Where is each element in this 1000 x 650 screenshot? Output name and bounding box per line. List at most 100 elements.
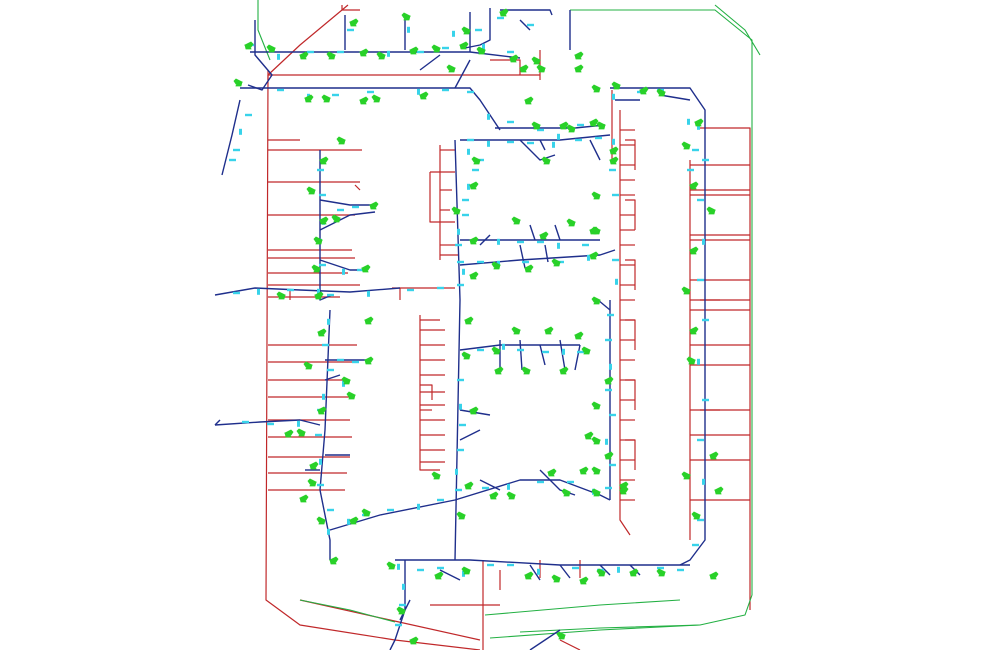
navy-distribution-line — [554, 224, 561, 241]
cyan-marker — [542, 350, 549, 354]
cyan-marker — [615, 278, 618, 285]
cyan-marker — [697, 123, 700, 130]
navy-distribution-line — [529, 629, 561, 650]
navy-distribution-line — [559, 564, 571, 579]
cyan-marker — [337, 358, 344, 362]
cyan-marker — [502, 343, 505, 350]
navy-distribution-lines-layer — [214, 8, 706, 650]
cyan-marker — [399, 603, 406, 607]
green-fixture-symbol — [468, 271, 479, 280]
cyan-marker — [257, 288, 260, 295]
green-fixture-symbol — [458, 41, 469, 50]
green-fixture-symbol — [358, 96, 369, 105]
cyan-marker — [605, 438, 608, 445]
navy-distribution-line — [610, 87, 706, 566]
cyan-marker — [702, 318, 709, 322]
cyan-marker — [562, 348, 565, 355]
cyan-marker — [417, 503, 420, 510]
cyan-marker — [557, 133, 560, 140]
cyan-marker — [417, 50, 424, 54]
cyan-marker — [352, 360, 359, 364]
cyan-marker — [697, 198, 704, 202]
navy-distribution-line — [589, 139, 601, 161]
green-fixture-symbol — [708, 451, 719, 460]
cyan-marker — [517, 240, 524, 244]
navy-distribution-line — [500, 9, 553, 16]
green-fixture-symbol — [446, 64, 457, 73]
green-fixture-symbol — [313, 236, 324, 245]
green-fixture-symbol — [283, 429, 294, 438]
green-fixture-symbol — [706, 206, 717, 215]
green-fixture-symbol — [506, 491, 517, 500]
green-fixture-symbol — [691, 511, 702, 520]
green-fixture-symbol — [688, 181, 699, 190]
green-fixture-symbol — [363, 316, 374, 325]
green-boundary-line — [519, 9, 753, 633]
green-boundary-line — [257, 0, 271, 61]
cyan-marker — [342, 380, 345, 387]
cyan-marker — [367, 290, 370, 297]
green-fixture-symbol — [573, 51, 584, 60]
green-fixture-symbol — [596, 121, 607, 130]
navy-distribution-line — [519, 139, 556, 161]
cyan-marker — [537, 480, 544, 484]
green-fixture-symbol — [313, 291, 324, 300]
cyan-marker — [407, 288, 414, 292]
navy-distribution-line — [250, 51, 521, 59]
green-fixture-symbol — [463, 316, 474, 325]
cyan-marker — [557, 242, 560, 249]
cyan-marker — [612, 93, 615, 100]
cyan-marker — [229, 158, 236, 162]
green-fixture-symbol — [328, 556, 339, 565]
green-fixture-symbol — [681, 471, 692, 480]
green-fixture-symbol — [573, 64, 584, 73]
cyan-marker — [457, 448, 464, 452]
cyan-marker — [455, 243, 462, 247]
green-fixture-symbol — [468, 406, 479, 415]
cyan-marker — [233, 148, 240, 152]
cyan-marker — [327, 318, 330, 325]
cyan-marker — [702, 398, 709, 402]
cyan-marker — [609, 363, 612, 370]
green-fixture-symbol — [371, 94, 382, 103]
cyan-marker — [497, 238, 500, 245]
green-fixture-symbol — [693, 118, 704, 127]
cyan-marker — [697, 438, 704, 442]
cyan-marker — [467, 138, 474, 142]
cyan-marker — [455, 488, 462, 492]
green-fixture-symbol — [558, 121, 569, 130]
green-fixture-symbol — [361, 508, 372, 517]
cyan-markers-layer — [229, 16, 709, 627]
cyan-marker — [317, 288, 320, 295]
cyan-marker — [587, 254, 590, 261]
green-fixture-symbol — [451, 206, 462, 215]
red-main-line — [419, 315, 440, 471]
cyan-marker — [472, 168, 479, 172]
navy-distribution-line — [329, 479, 611, 531]
cyan-marker — [467, 183, 470, 190]
navy-distribution-line — [539, 139, 546, 151]
green-fixture-symbol — [511, 326, 522, 335]
cyan-marker — [319, 193, 326, 197]
navy-distribution-line — [324, 374, 341, 381]
navy-distribution-line — [529, 224, 536, 241]
green-fixture-symbol — [316, 406, 327, 415]
green-fixture-symbol — [688, 326, 699, 335]
green-fixture-symbol — [461, 351, 472, 360]
navy-distribution-line — [574, 344, 581, 371]
green-fixture-symbol — [523, 96, 534, 105]
cyan-marker — [267, 422, 274, 426]
navy-distribution-line — [519, 339, 523, 371]
green-fixture-symbol — [468, 236, 479, 245]
red-main-line — [420, 384, 433, 400]
cyan-marker — [367, 90, 374, 94]
cyan-marker — [245, 113, 252, 117]
green-fixture-symbol — [491, 346, 502, 355]
cyan-marker — [322, 343, 329, 347]
cyan-marker — [677, 568, 684, 572]
cyan-marker — [507, 50, 514, 54]
green-fixture-symbol — [341, 376, 352, 385]
green-fixture-symbol — [531, 121, 542, 130]
green-fixture-symbol — [573, 331, 584, 340]
red-main-line — [490, 59, 521, 75]
